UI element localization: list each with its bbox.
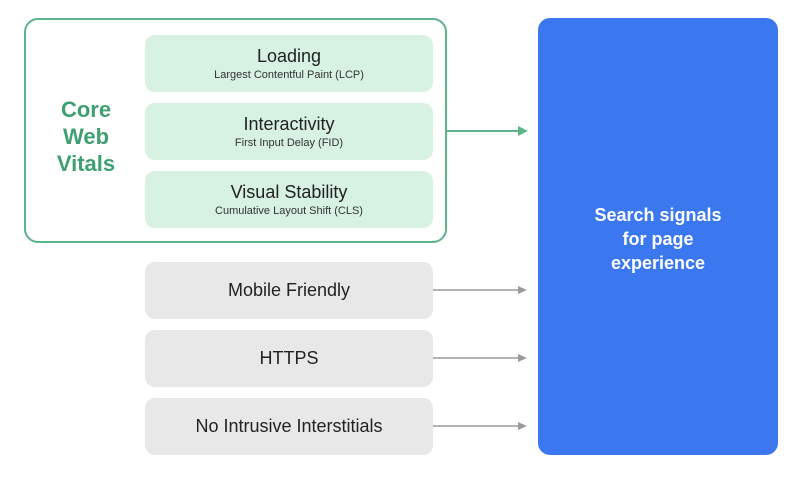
metric-subtitle: Largest Contentful Paint (LCP)	[214, 68, 364, 81]
arrow-mobile-friendly	[433, 286, 527, 294]
metric-loading: Loading Largest Contentful Paint (LCP)	[145, 35, 433, 92]
metric-interactivity: Interactivity First Input Delay (FID)	[145, 103, 433, 160]
metric-subtitle: First Input Delay (FID)	[234, 136, 344, 149]
metric-title: Interactivity	[243, 113, 335, 134]
core-web-vitals-label: Core Web Vitals	[56, 97, 116, 176]
arrow-https	[433, 354, 527, 362]
metric-title: Loading	[256, 45, 322, 66]
signal-no-intrusive-interstitials: No Intrusive Interstitials	[145, 398, 433, 455]
metric-visual-stability: Visual Stability Cumulative Layout Shift…	[145, 171, 433, 228]
arrow-core-web-vitals	[447, 126, 528, 136]
signal-mobile-friendly: Mobile Friendly	[145, 262, 433, 319]
signal-https: HTTPS	[145, 330, 433, 387]
arrow-no-intrusive-interstitials	[433, 422, 527, 430]
core-web-vitals-group	[24, 18, 447, 243]
metric-title: Visual Stability	[230, 181, 348, 202]
page-experience-target: Search signals for page experience	[538, 18, 778, 455]
metric-subtitle: Cumulative Layout Shift (CLS)	[215, 204, 363, 217]
target-label: Search signals for page experience	[594, 205, 722, 273]
